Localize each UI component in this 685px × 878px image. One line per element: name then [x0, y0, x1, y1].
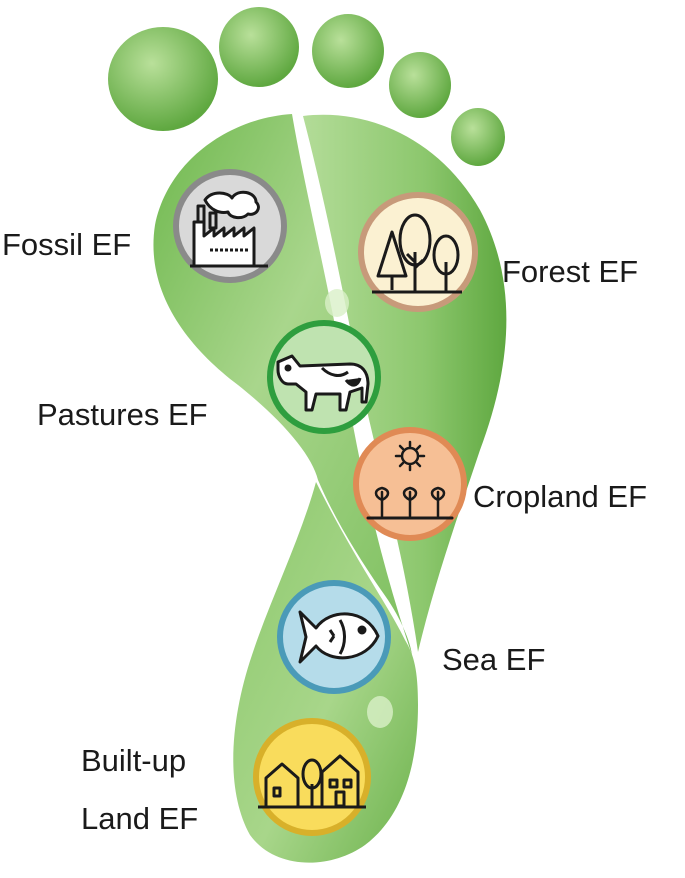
toe-2 [219, 7, 299, 87]
builtup-label-line1: Built-up [81, 745, 186, 776]
toes [108, 7, 505, 166]
toe-3 [312, 14, 384, 88]
droplet-1 [325, 289, 349, 317]
pastures-badge [270, 323, 378, 431]
cropland-label: Cropland EF [473, 481, 647, 512]
pastures-label: Pastures EF [37, 399, 208, 430]
forest-badge [361, 195, 475, 309]
builtup-label-line2: Land EF [81, 803, 198, 834]
sea-label: Sea EF [442, 644, 545, 675]
builtup-badge [256, 721, 368, 833]
cropland-badge [356, 430, 464, 538]
toe-1 [108, 27, 218, 131]
fossil-badge [176, 172, 284, 280]
toe-5 [451, 108, 505, 166]
forest-label: Forest EF [502, 256, 638, 287]
sea-badge [280, 583, 388, 691]
droplet-2 [367, 696, 393, 728]
fossil-label: Fossil EF [2, 229, 131, 260]
toe-4 [389, 52, 451, 118]
